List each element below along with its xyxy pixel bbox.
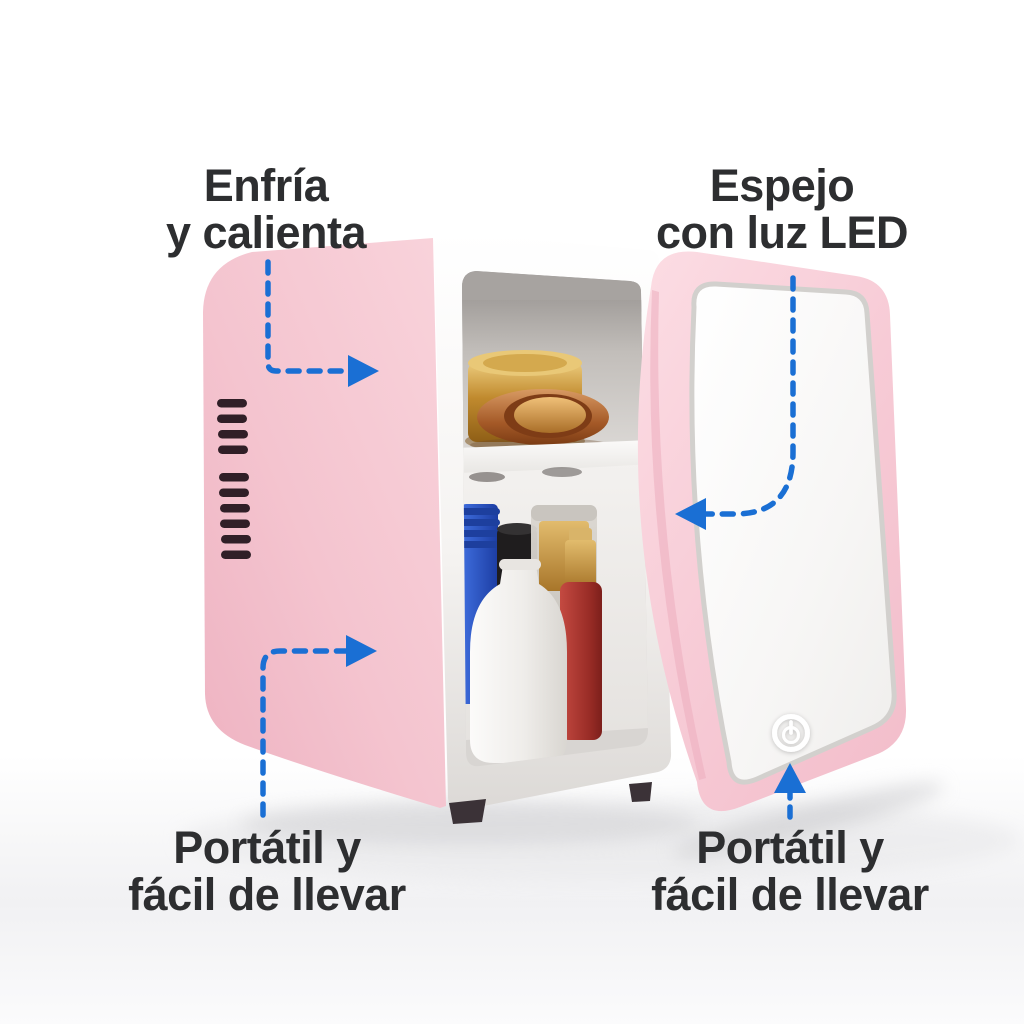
fridge-foot — [449, 799, 486, 824]
arrow-portable-left — [260, 635, 377, 818]
label-portable-right-line1: Portátil y — [696, 822, 884, 873]
vent-slots-icon — [217, 399, 251, 559]
label-cool-heat-line2: y calienta — [165, 207, 367, 258]
fridge-interior-contents — [462, 271, 648, 767]
door-mirror — [689, 281, 897, 785]
arrow-mirror-led — [675, 275, 796, 530]
label-portable-right-line2: fácil de llevar — [651, 869, 929, 920]
arrowhead-right-icon — [348, 355, 379, 387]
shelf-shadow — [542, 467, 582, 477]
arrow-dashed-line — [265, 259, 351, 374]
arrow-dashed-line — [260, 648, 349, 818]
arrowhead-right-icon — [346, 635, 377, 667]
label-mirror-led: Espejo con luz LED — [592, 162, 972, 256]
label-portable-right: Portátil y fácil de llevar — [600, 824, 980, 918]
fridge-foot — [629, 782, 652, 802]
label-portable-left-line1: Portátil y — [173, 822, 361, 873]
power-icon — [772, 714, 810, 752]
arrow-dashed-line — [703, 275, 796, 517]
label-cool-heat-line1: Enfría — [203, 160, 329, 211]
fridge-door — [637, 251, 907, 812]
arrow-cool-heat — [265, 259, 379, 387]
label-mirror-led-line2: con luz LED — [656, 207, 909, 258]
label-cool-heat: Enfría y calienta — [76, 162, 456, 256]
arrow-portable-right — [774, 763, 806, 820]
floor-shadow-fridge — [240, 802, 700, 846]
red-bottle — [560, 528, 602, 740]
arrowhead-up-icon — [774, 763, 806, 793]
label-portable-left: Portátil y fácil de llevar — [77, 824, 457, 918]
door-edge-shade — [650, 290, 706, 780]
shelf-shadow — [469, 472, 505, 482]
floor-shadow-door — [672, 783, 944, 857]
label-portable-left-line2: fácil de llevar — [128, 869, 406, 920]
white-bottle — [470, 559, 567, 763]
label-mirror-led-line1: Espejo — [709, 160, 855, 211]
arrowhead-left-icon — [675, 498, 706, 530]
fridge-shelf — [462, 440, 648, 473]
